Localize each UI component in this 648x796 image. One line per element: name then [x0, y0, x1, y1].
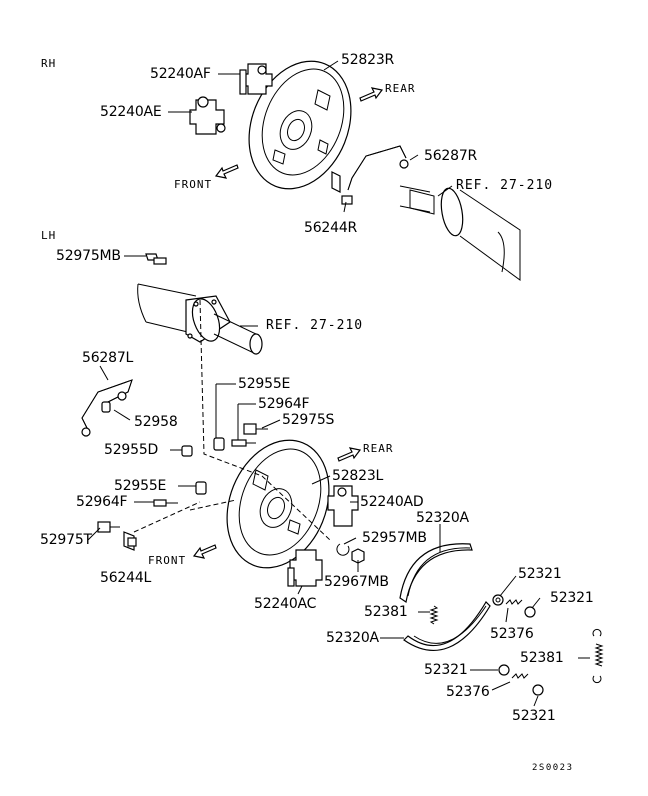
part-label-56287R: 56287R	[424, 148, 478, 164]
backing-plate-rh	[248, 60, 352, 190]
washer-52321-d	[532, 684, 544, 696]
bracket-rh	[331, 171, 353, 205]
leaders-lh	[87, 255, 590, 707]
part-label-52321-d: 52321	[512, 708, 556, 724]
washer-52321-c	[498, 664, 510, 676]
part-label-52320A-upper: 52320A	[416, 510, 469, 526]
bolt-52964F-lower	[153, 499, 178, 507]
part-label-52381-inner: 52381	[364, 604, 408, 620]
ref-label-lh: REF. 27-210	[266, 318, 364, 333]
part-label-52240AC: 52240AC	[254, 596, 317, 612]
wheel-cylinder-rh-lower	[189, 96, 226, 135]
wheel-cylinder-rh-upper	[239, 63, 273, 95]
part-label-52321-b: 52321	[550, 590, 594, 606]
rear-label-rh: REAR	[385, 82, 416, 95]
part-label-52321-c: 52321	[424, 662, 468, 678]
wheel-cylinder-lh-lower	[287, 549, 323, 587]
section-label-rh: RH	[41, 57, 57, 70]
part-label-52975T: 52975T	[40, 532, 92, 548]
bolt-52975T	[97, 521, 120, 533]
rear-arrow-rh	[359, 87, 384, 102]
part-label-52823L: 52823L	[332, 468, 384, 484]
brake-shoe-upper	[399, 543, 473, 604]
bolt-lh-top	[145, 253, 167, 265]
part-label-52240AD: 52240AD	[360, 494, 424, 510]
nut-52967MB	[351, 548, 365, 564]
front-arrow-rh	[214, 164, 239, 179]
spring-52376-a	[505, 599, 523, 605]
part-label-52967MB: 52967MB	[324, 574, 389, 590]
axle-housing-rh	[399, 185, 521, 281]
rear-label-lh: REAR	[363, 442, 394, 455]
wheel-cylinder-lh	[327, 485, 359, 527]
part-label-52240AE: 52240AE	[100, 104, 162, 120]
section-label-lh: LH	[41, 229, 57, 242]
rear-arrow-lh	[337, 447, 362, 462]
part-label-56287L: 56287L	[82, 350, 134, 366]
part-label-52964F-upper: 52964F	[258, 396, 310, 412]
part-label-52320A-lower: 52320A	[326, 630, 379, 646]
axle-housing-lh	[137, 283, 263, 355]
part-label-52823R: 52823R	[341, 52, 395, 68]
part-label-52376-a: 52376	[490, 626, 534, 642]
part-label-56244L: 56244L	[100, 570, 152, 586]
front-label-rh: FRONT	[174, 178, 213, 191]
spring-52376-b	[511, 673, 529, 679]
brake-shoe-lower	[403, 601, 491, 651]
bracket-lh	[123, 531, 137, 551]
ref-label-rh: REF. 27-210	[456, 178, 554, 193]
plug-52955D	[181, 445, 193, 457]
spring-52381-right	[592, 628, 604, 684]
bolt-52975S	[243, 423, 268, 435]
front-label-lh: FRONT	[148, 554, 187, 567]
part-label-52955E-lower: 52955E	[114, 478, 167, 494]
clip-52957MB	[336, 543, 350, 556]
part-label-52975S: 52975S	[282, 412, 335, 428]
washer-52321-b	[524, 606, 536, 618]
spring-52381-inner	[429, 605, 439, 625]
washer-52321-a	[492, 594, 504, 606]
part-label-52955D: 52955D	[104, 442, 159, 458]
part-label-56244R: 56244R	[304, 220, 358, 236]
clip-52958	[101, 401, 111, 413]
bolt-52964F-upper	[231, 439, 256, 447]
centerline-lh	[133, 299, 331, 541]
part-label-52955E-upper: 52955E	[238, 376, 291, 392]
front-arrow-lh	[192, 544, 217, 559]
part-label-52376-b: 52376	[446, 684, 490, 700]
plug-upper	[213, 437, 225, 451]
part-label-52957MB: 52957MB	[362, 530, 427, 546]
leaders-rh	[168, 60, 453, 213]
part-label-52958: 52958	[134, 414, 178, 430]
backing-plate-lh	[226, 439, 330, 569]
part-label-52964F-lower: 52964F	[76, 494, 128, 510]
plug-lower	[195, 481, 207, 495]
part-label-52321-a: 52321	[518, 566, 562, 582]
part-label-52240AF: 52240AF	[150, 66, 211, 82]
diagram-code: 2S0023	[532, 763, 574, 773]
part-label-52975MB: 52975MB	[56, 248, 121, 264]
part-label-52381-right: 52381	[520, 650, 564, 666]
